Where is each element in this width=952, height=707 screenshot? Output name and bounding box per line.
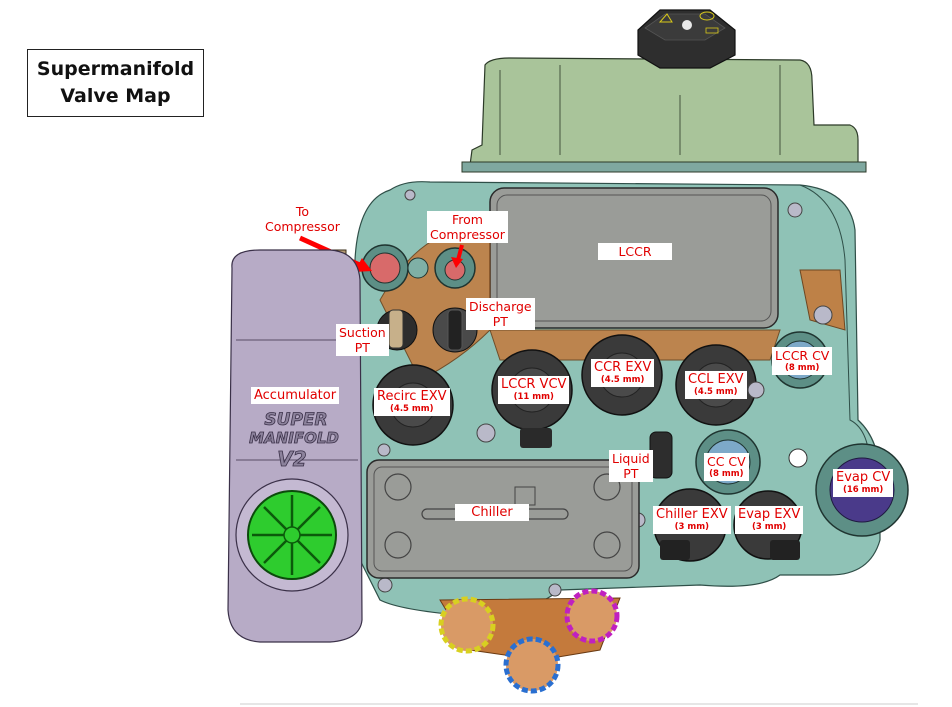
liquid-pt-body: [649, 431, 673, 479]
bolt: [747, 381, 765, 399]
engraving-line-1: SUPER: [264, 410, 327, 430]
ccr-exv-label: CCR EXV (4.5 mm): [591, 359, 655, 387]
reservoir-ribs: [499, 65, 781, 155]
lccr-vcv-size: (11 mm): [513, 392, 554, 402]
discharge-pt-line-1: Discharge: [469, 299, 532, 314]
chiller-exv-size: (3 mm): [674, 522, 709, 532]
chiller-exv-name: Chiller EXV: [656, 507, 728, 522]
recirc-exv-name: Recirc EXV: [377, 389, 447, 404]
evap-exv-label: Evap EXV (3 mm): [735, 506, 804, 534]
lccr-vcv-label: LCCR VCV (11 mm): [498, 376, 570, 404]
engraving-line-3: V2: [277, 447, 306, 471]
green-port-hub: [283, 526, 301, 544]
diagram-title: Supermanifold Valve Map: [27, 49, 204, 117]
cap-warning-icon: [658, 13, 673, 23]
ccr-exv-size: (4.5 mm): [600, 375, 645, 385]
to-compressor-port: [369, 252, 401, 284]
lccr-cv-label: LCCR CV (8 mm): [772, 347, 833, 375]
evap-cv-name: Evap CV: [836, 470, 891, 485]
ccl-exv-name: CCL EXV: [688, 372, 744, 387]
cc-cv-name: CC CV: [707, 454, 746, 469]
bolt: [787, 202, 803, 218]
from-compressor-line-1: From: [451, 212, 483, 227]
cap-center-icon: [682, 20, 692, 30]
liquid-pt-line-1: Liquid: [612, 451, 650, 466]
copper-patch-right: [799, 269, 846, 331]
lccr-plate-inner: [496, 194, 772, 322]
evap-cv-size: (16 mm): [842, 485, 884, 495]
ccl-exv-size: (4.5 mm): [694, 387, 738, 397]
coolant-reservoir: [469, 57, 859, 166]
accumulator-label: Accumulator: [251, 387, 340, 404]
bolt: [404, 189, 416, 201]
discharge-pt-line-2: PT: [492, 314, 508, 329]
bolt: [813, 305, 833, 325]
to-compressor-arrowhead: [354, 258, 372, 272]
blue-coolant-port: [503, 636, 561, 694]
discharge-pt-label: Discharge PT: [466, 298, 535, 330]
chiller-boss: [384, 473, 412, 501]
from-compressor-line-2: Compressor: [430, 227, 505, 242]
cap-battery-icon: [705, 27, 719, 34]
lccr-label: LCCR: [598, 243, 672, 260]
center-boss: [407, 257, 429, 279]
liquid-pt-line-2: PT: [623, 466, 639, 481]
ccl-exv-label: CCL EXV (4.5 mm): [685, 371, 747, 399]
bolt: [548, 583, 562, 597]
bolt: [377, 443, 391, 457]
chiller-exv-label: Chiller EXV (3 mm): [653, 506, 731, 534]
evap-exv-connector: [770, 540, 800, 560]
title-line-1: Supermanifold: [36, 58, 195, 80]
bolt: [476, 423, 496, 443]
bolt: [377, 577, 393, 593]
yellow-coolant-port: [438, 596, 496, 654]
lccr-vcv-connector: [520, 428, 552, 448]
mount-hole: [788, 448, 808, 468]
to-compressor-line-1: To: [295, 204, 310, 219]
liquid-pt-label: Liquid PT: [609, 450, 653, 482]
suction-pt-label: Suction PT: [336, 324, 389, 356]
chiller-exv-connector: [660, 540, 690, 560]
lccr-cv-name: LCCR CV: [775, 348, 830, 363]
recirc-exv-label: Recirc EXV (4.5 mm): [374, 388, 450, 416]
magenta-coolant-port: [564, 588, 620, 644]
from-compressor-arrow: [456, 244, 464, 261]
lccr-vcv-name: LCCR VCV: [501, 377, 567, 392]
title-line-2: Valve Map: [60, 85, 171, 107]
suction-pt-line-2: PT: [354, 340, 370, 355]
chiller-boss: [593, 473, 621, 501]
lccr-cv-size: (8 mm): [785, 363, 820, 373]
from-compressor-arrowhead: [451, 257, 463, 268]
evap-exv-size: (3 mm): [751, 522, 787, 532]
engraving-line-2: MANIFOLD: [249, 429, 339, 447]
cap-hand-icon: [699, 11, 715, 21]
chiller-boss: [384, 531, 412, 559]
chiller-plate-inner: [373, 466, 633, 572]
evap-cv-label: Evap CV (16 mm): [833, 469, 894, 497]
bolts: [377, 189, 833, 597]
cc-cv-label: CC CV (8 mm): [704, 453, 749, 481]
chiller-label: Chiller: [455, 504, 529, 521]
to-compressor-line-2: Compressor: [265, 219, 340, 234]
from-compressor-label: From Compressor: [427, 211, 508, 243]
evap-exv-name: Evap EXV: [738, 507, 801, 522]
ccr-exv-name: CCR EXV: [594, 360, 652, 375]
suction-pt-line-1: Suction: [339, 325, 386, 340]
cc-cv-size: (8 mm): [709, 469, 744, 479]
discharge-pt-connector: [447, 309, 463, 351]
reservoir-flange: [461, 161, 867, 173]
recirc-exv-size: (4.5 mm): [390, 404, 434, 414]
chiller-boss: [593, 531, 621, 559]
suction-pt-connector: [388, 309, 404, 349]
to-compressor-label: To Compressor: [262, 203, 343, 235]
